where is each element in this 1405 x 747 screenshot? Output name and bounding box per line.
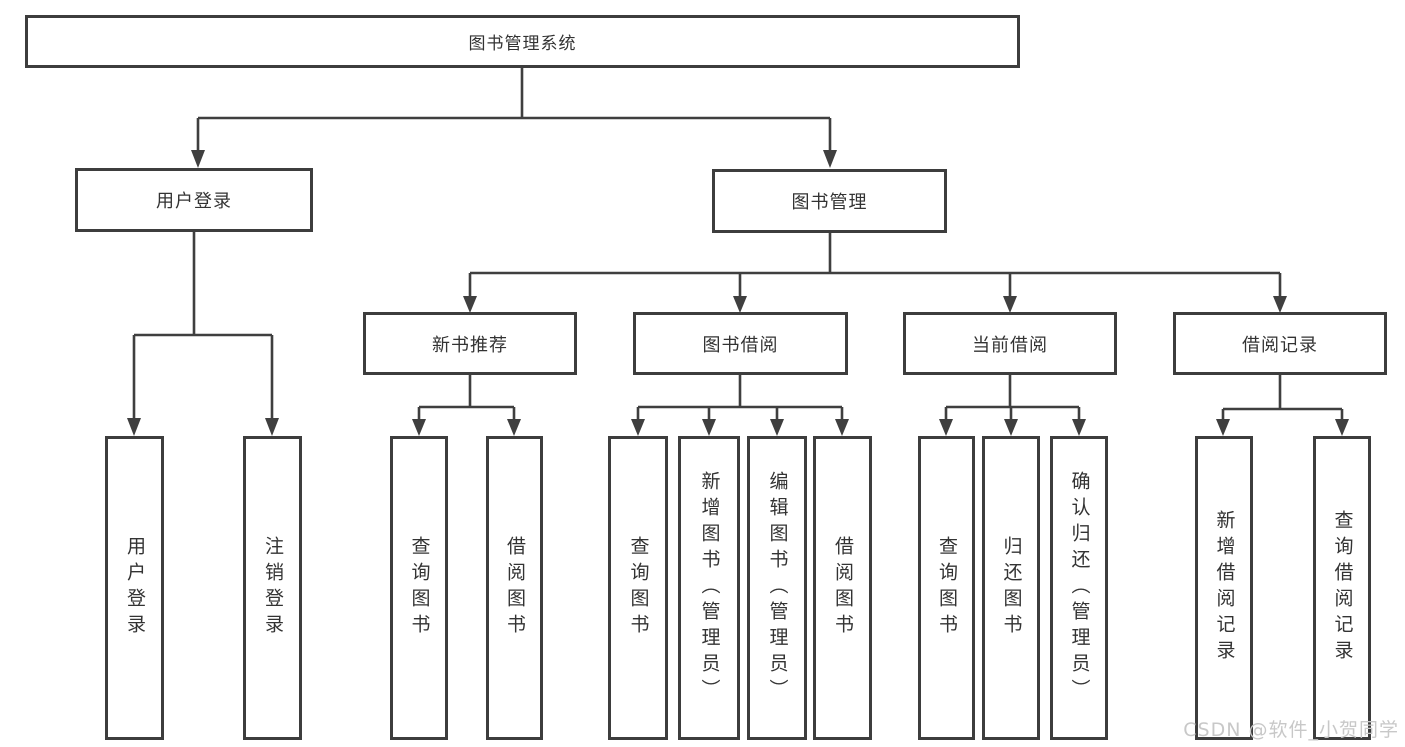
leaf-current-query-books-label: 查询图书 [936,536,958,640]
leaf-current-return-books-label: 归还图书 [1000,536,1023,640]
leaf-borrowing-query-books: 查询图书 [608,436,668,740]
node-root-label: 图书管理系统 [468,34,577,54]
node-new-book-recommend: 新书推荐 [363,312,577,375]
node-borrowing-records: 借阅记录 [1173,312,1387,375]
watermark: CSDN @软件_小贺同学 [1183,719,1399,741]
leaf-borrowing-add-books-admin-label: 新增图书（管理员） [698,471,721,705]
leaf-current-confirm-return-admin-label: 确认归还（管理员） [1068,471,1091,705]
node-user-login: 用户登录 [75,168,313,232]
leaf-borrowing-add-books-admin: 新增图书（管理员） [678,436,740,740]
node-book-management: 图书管理 [712,169,947,233]
node-borrowing-records-label: 借阅记录 [1242,334,1318,356]
leaf-logout: 注销登录 [243,436,302,740]
node-user-login-label: 用户登录 [156,191,232,212]
leaf-records-query: 查询借阅记录 [1313,436,1371,740]
node-current-borrowing: 当前借阅 [903,312,1117,375]
leaf-records-query-label: 查询借阅记录 [1331,510,1354,666]
leaf-recommend-borrow-books-label: 借阅图书 [504,536,526,640]
leaf-user-login: 用户登录 [105,436,164,740]
node-book-borrowing-label: 图书借阅 [702,334,779,356]
leaf-borrowing-edit-books-admin-label: 编辑图书（管理员） [766,471,789,705]
leaf-current-query-books: 查询图书 [918,436,975,740]
leaf-current-confirm-return-admin: 确认归还（管理员） [1050,436,1108,740]
leaf-borrowing-borrow-books: 借阅图书 [813,436,872,740]
leaf-recommend-query-books-label: 查询图书 [408,536,431,640]
node-book-borrowing: 图书借阅 [633,312,848,375]
node-new-book-recommend-label: 新书推荐 [432,334,508,356]
leaf-records-add: 新增借阅记录 [1195,436,1253,740]
leaf-recommend-query-books: 查询图书 [390,436,448,740]
leaf-records-add-label: 新增借阅记录 [1213,510,1236,666]
node-book-management-label: 图书管理 [791,192,868,213]
leaf-recommend-borrow-books: 借阅图书 [486,436,543,740]
node-current-borrowing-label: 当前借阅 [972,334,1048,356]
leaf-logout-label: 注销登录 [262,536,284,640]
leaf-current-return-books: 归还图书 [982,436,1040,740]
leaf-borrowing-borrow-books-label: 借阅图书 [832,536,854,640]
leaf-user-login-label: 用户登录 [124,536,146,640]
leaf-borrowing-query-books-label: 查询图书 [627,536,650,640]
leaf-borrowing-edit-books-admin: 编辑图书（管理员） [747,436,807,740]
node-root: 图书管理系统 [25,15,1020,68]
